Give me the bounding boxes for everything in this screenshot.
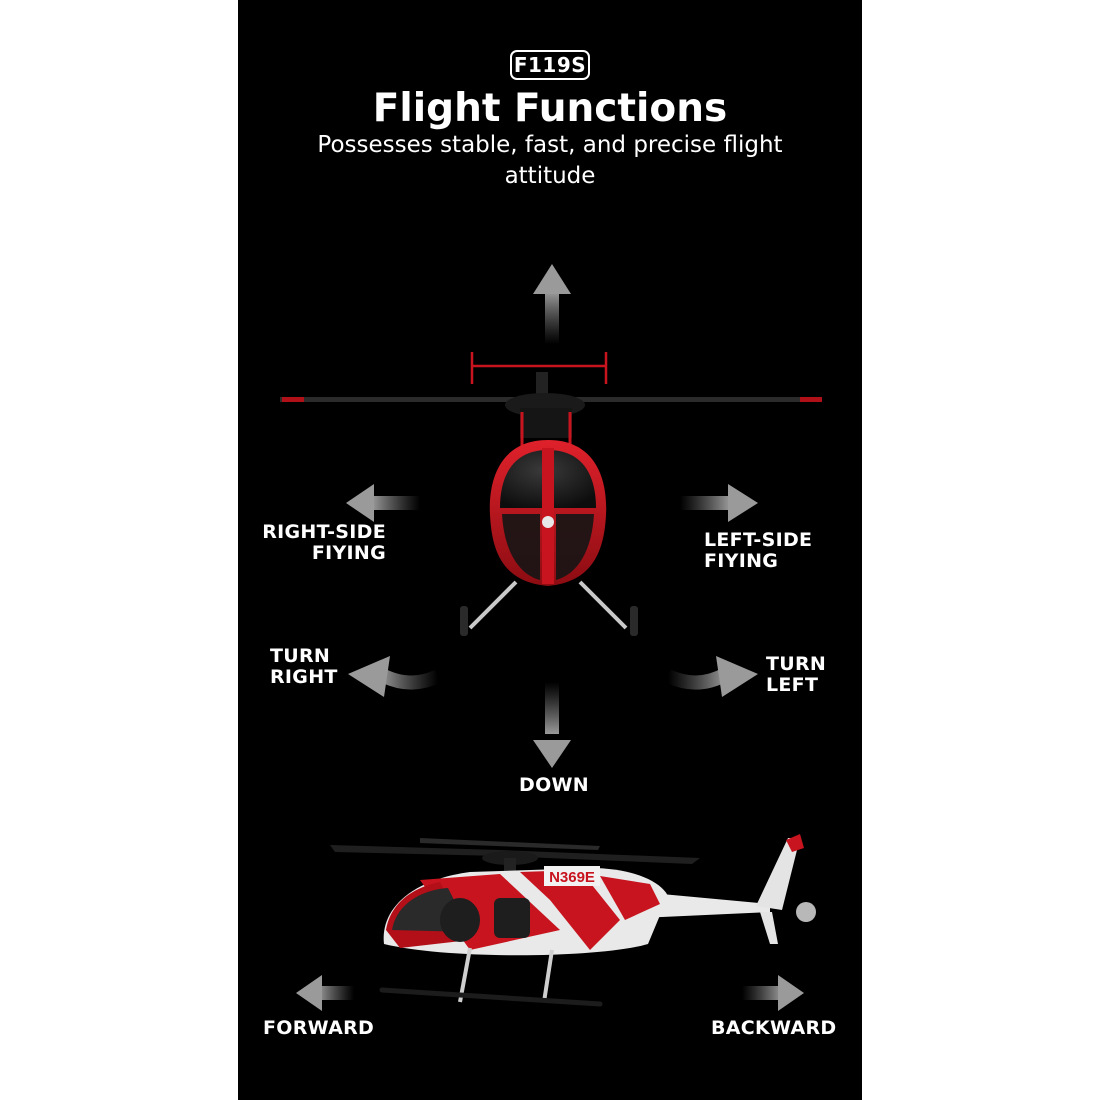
turn-right-arrow-icon: [348, 656, 442, 697]
down-arrow-icon: [533, 682, 571, 768]
backward-arrow-icon: [742, 975, 804, 1011]
label-down: DOWN: [519, 774, 589, 796]
helicopter-front-view: [280, 352, 822, 636]
registration-text: N369E: [549, 869, 595, 886]
right-side-arrow-icon: [346, 484, 420, 522]
label-backward: BACKWARD: [711, 1017, 837, 1039]
helicopter-side-view: N369E: [330, 834, 816, 1007]
turn-left-arrow-icon: [665, 656, 758, 697]
left-side-arrow-icon: [680, 484, 758, 522]
up-arrow-icon: [533, 264, 571, 344]
page-title: Flight Functions: [372, 86, 728, 131]
forward-arrow-icon: [296, 975, 354, 1011]
page-subtitle: Possesses stable, fast, and precise flig…: [317, 132, 783, 189]
model-badge: F119S: [510, 50, 590, 80]
label-forward: FORWARD: [263, 1017, 375, 1039]
